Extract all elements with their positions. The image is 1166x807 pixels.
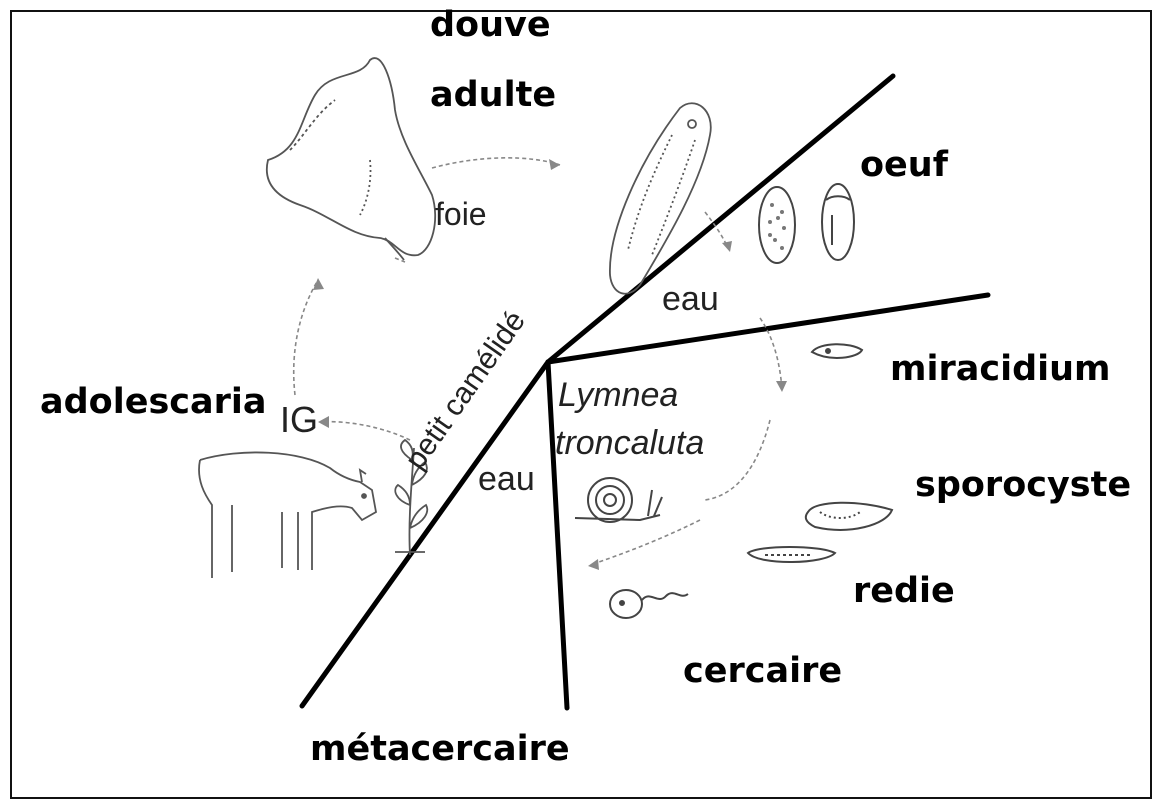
label-adolescaria: adolescaria [40, 385, 267, 420]
miracidium-icon [812, 344, 862, 358]
label-sporocyste: sporocyste [915, 468, 1131, 503]
label-oeuf: oeuf [860, 148, 948, 183]
label-metacercaire: métacercaire [310, 732, 570, 767]
label-redie: redie [853, 574, 955, 609]
arrow-ig-to-liver [294, 280, 318, 395]
label-eau-lower: eau [478, 462, 535, 496]
label-cercaire: cercaire [683, 654, 842, 689]
label-lymnea: Lymnea [558, 378, 678, 412]
sporocyst-icon [806, 503, 892, 530]
label-adulte: adulte [430, 78, 556, 113]
liver-icon [267, 58, 435, 260]
egg-icon-dotted [759, 187, 795, 263]
label-ig: IG [280, 402, 318, 438]
arrow-plant-to-ig [320, 422, 410, 440]
cycle-arrows [294, 158, 782, 565]
camelid-icon [199, 452, 376, 578]
adult-fluke-icon [610, 103, 711, 294]
snail-icon [575, 478, 662, 522]
label-troncaluta: troncaluta [555, 426, 704, 460]
label-eau-upper: eau [662, 282, 719, 316]
label-miracidium: miracidium [890, 352, 1111, 387]
arrow-snail-to-cercaria [590, 520, 700, 565]
arrow-snail-cycle [705, 420, 770, 500]
separator-line-lower-left [302, 362, 548, 706]
arrow-liver-to-fluke [432, 158, 560, 168]
redia-icon [748, 547, 835, 562]
egg-icons [759, 184, 854, 263]
label-douve: douve [430, 8, 551, 43]
label-foie: foie [435, 198, 487, 230]
cercaria-icon [610, 590, 688, 618]
